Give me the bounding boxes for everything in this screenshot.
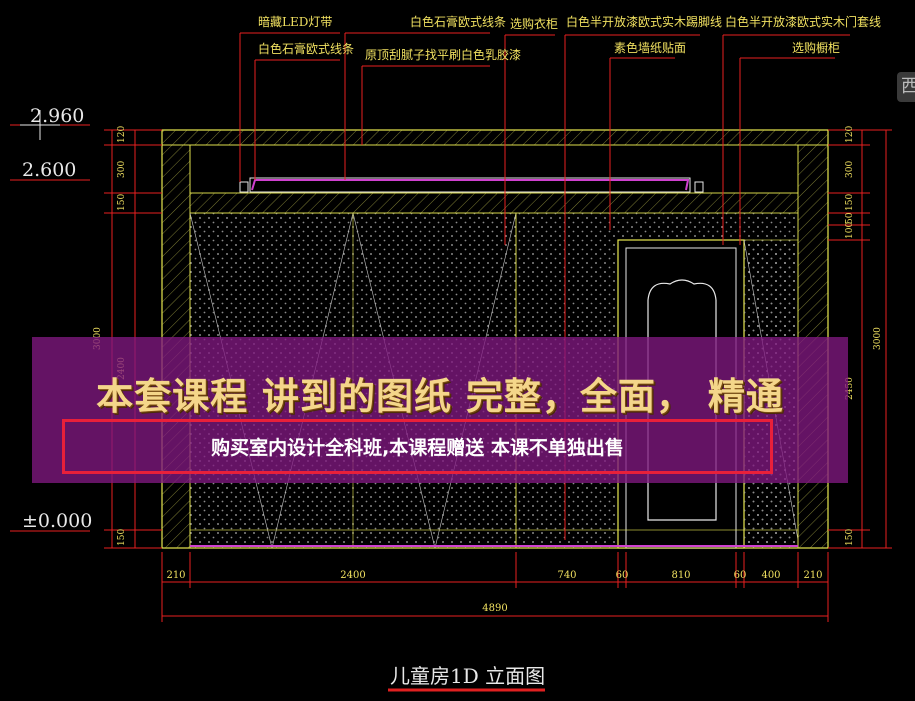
dim-bottom-1: 2400	[340, 570, 365, 581]
drawing-title: 儿童房1D 立面图	[390, 664, 545, 688]
annotation-ceiling: 原顶刮腻子找平刷白色乳胶漆	[365, 47, 521, 62]
led-fixture-right	[694, 181, 704, 193]
dim-right-6: 3000	[873, 327, 883, 350]
dim-right-3: 50	[845, 212, 855, 224]
dim-right-7: 150	[845, 529, 855, 546]
annotation-cabinet: 选购橱柜	[792, 40, 840, 55]
annotation-door-frame: 白色半开放漆欧式实木门套线	[725, 14, 881, 29]
dim-right-4: 100	[845, 222, 855, 239]
dim-left-5: 150	[117, 529, 127, 546]
dim-right-2: 150	[845, 194, 855, 211]
elevation-markers	[10, 110, 90, 532]
dim-bottom-0: 210	[166, 570, 185, 581]
dim-left-2: 150	[117, 194, 127, 211]
ceiling-drop	[189, 144, 799, 194]
annotation-gypsum-top: 白色石膏欧式线条	[410, 14, 506, 29]
promo-box: 购买室内设计全科班,本课程赠送 本课不单独出售	[62, 419, 773, 474]
annotation-led: 暗藏LED灯带	[258, 14, 332, 29]
dim-right-0: 120	[845, 126, 855, 143]
led-fixture-left	[239, 181, 249, 193]
dim-bottom-6: 400	[761, 570, 780, 581]
dim-bottom-7: 210	[803, 570, 822, 581]
dims-right-lines	[828, 129, 892, 549]
annotation-wallpaper: 素色墙纸贴面	[614, 41, 686, 55]
dim-right-1: 300	[845, 161, 855, 178]
door-panel	[647, 279, 717, 521]
promo-subtext: 购买室内设计全科班,本课程赠送 本课不单独出售	[211, 437, 624, 459]
elevation-floor: ±0.000	[22, 510, 92, 532]
dim-bottom-2: 740	[557, 570, 576, 581]
dim-bottom-5: 60	[734, 570, 747, 581]
elevation-top: 2.960	[30, 105, 84, 127]
promo-band	[32, 337, 848, 483]
dim-bottom-4: 810	[671, 570, 690, 581]
dim-bottom-3: 60	[616, 570, 629, 581]
side-tab[interactable]: 西	[897, 72, 915, 102]
dim-right-5: 2450	[845, 377, 855, 400]
annotation-skirting: 白色半开放漆欧式实木踢脚线	[566, 14, 722, 29]
dims-bottom-lines	[161, 552, 829, 622]
led-cove	[249, 177, 691, 193]
gypsum-moulding	[251, 179, 690, 191]
elevation-ceiling: 2.600	[22, 159, 76, 181]
dim-left-0: 120	[117, 126, 127, 143]
skirting	[189, 529, 799, 549]
cornice-band	[189, 192, 799, 214]
dim-total: 4890	[482, 603, 507, 614]
annotation-gypsum-left: 白色石膏欧式线条	[258, 41, 354, 56]
annotation-wardrobe: 选购衣柜	[510, 16, 558, 31]
dim-left-1: 300	[117, 161, 127, 178]
ceiling-slab	[161, 129, 829, 146]
promo-headline: 本套课程 讲到的图纸 完整，全面， 精通	[96, 375, 784, 418]
